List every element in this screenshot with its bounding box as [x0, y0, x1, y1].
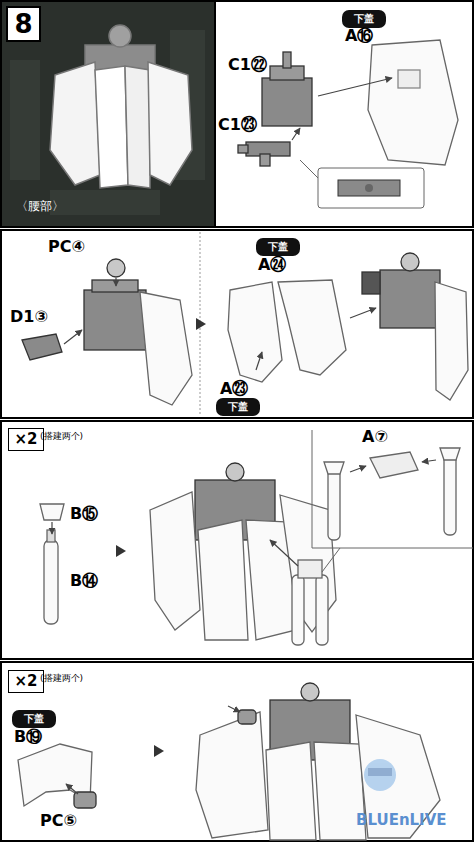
- watermark: BLUEnLIVE: [356, 812, 447, 829]
- part-callout: D1③: [10, 308, 48, 326]
- part-callout: PC⑤: [40, 812, 77, 830]
- quantity-box-text: ×2: [14, 674, 37, 689]
- variant-tag-text: 下盖: [354, 14, 374, 24]
- part-callout: C1㉒: [228, 56, 267, 74]
- step-number: 8: [6, 6, 41, 42]
- part-callout: PC④: [48, 238, 85, 256]
- variant-tag: 下盖: [216, 398, 260, 416]
- variant-tag: 下盖: [256, 238, 300, 256]
- build-note: (搭建两个): [40, 432, 83, 442]
- part-callout: B⑮: [70, 505, 98, 523]
- variant-tag-text: 下盖: [268, 242, 288, 252]
- build-note: (搭建两个): [40, 674, 83, 684]
- variant-tag: 下盖: [12, 710, 56, 728]
- part-callout: B⑭: [70, 572, 98, 590]
- part-callout: A㉔: [258, 256, 286, 274]
- quantity-box-text: ×2: [14, 432, 37, 447]
- part-callout: A⑦: [362, 428, 388, 446]
- step-number-text: 8: [14, 11, 32, 37]
- part-callout: B⑲: [14, 728, 42, 746]
- part-callout: A⑯: [345, 27, 373, 45]
- variant-tag: 下盖: [342, 10, 386, 28]
- part-callout: A㉓: [220, 380, 248, 398]
- part-callout: C1㉓: [218, 116, 257, 134]
- variant-tag-text: 下盖: [228, 402, 248, 412]
- quantity-box: ×2: [8, 428, 44, 451]
- quantity-box: ×2: [8, 670, 44, 693]
- variant-tag-text: 下盖: [24, 714, 44, 724]
- section-title: 〈腰部〉: [16, 200, 64, 213]
